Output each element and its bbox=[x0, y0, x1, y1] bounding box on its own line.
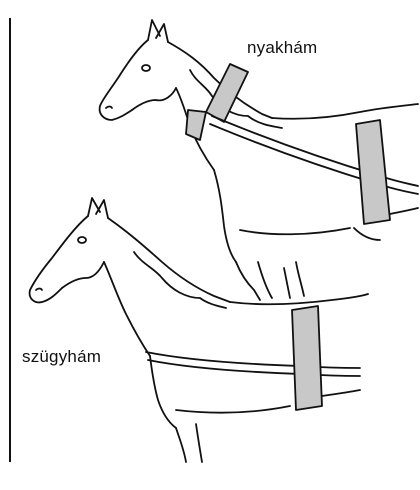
top-horse-illustration bbox=[100, 20, 418, 300]
neck-collar bbox=[206, 64, 248, 122]
neck-collar-label: nyakhám bbox=[247, 38, 317, 58]
collar-chest-piece bbox=[186, 110, 206, 140]
bottom-belly-band bbox=[292, 306, 322, 410]
top-belly-band bbox=[356, 120, 390, 224]
bottom-horse-illustration bbox=[30, 198, 368, 462]
breast-collar-label: szügyhám bbox=[22, 347, 101, 367]
